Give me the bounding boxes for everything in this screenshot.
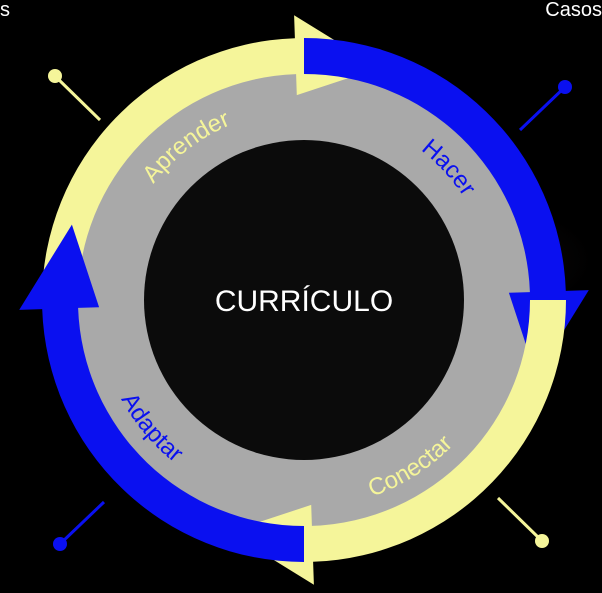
connector-dot-bottom-right	[535, 534, 549, 548]
arrow-band-hacer	[304, 38, 589, 376]
corner-label-right: Casos	[545, 0, 602, 21]
cycle-arrows	[19, 15, 589, 585]
connector-dot-top-left	[48, 69, 62, 83]
center-label: CURRÍCULO	[215, 285, 393, 318]
connector-line-top-left	[53, 74, 102, 122]
connector-line-top-right	[518, 85, 567, 132]
connector-line-bottom-left	[58, 500, 106, 546]
connector-line-bottom-right	[496, 496, 544, 543]
corner-label-left: s	[0, 0, 10, 21]
arrow-band-adaptar	[19, 224, 304, 562]
connector-dot-bottom-left	[53, 537, 67, 551]
arrow-band-conectar	[228, 300, 566, 585]
connectors	[48, 69, 572, 551]
center-disc	[144, 140, 464, 460]
connector-dot-top-right	[558, 80, 572, 94]
